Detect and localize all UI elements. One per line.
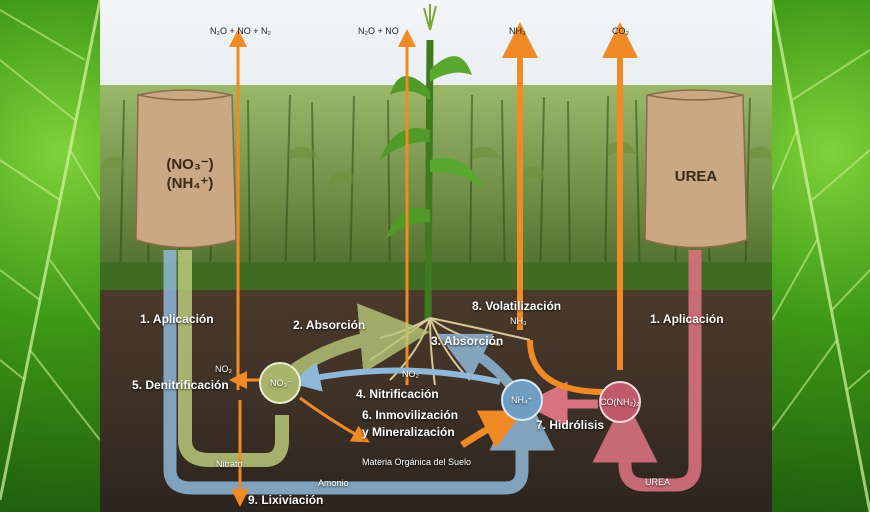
- node-nitrate: [259, 362, 301, 404]
- label-no2-mid: NO₂: [402, 369, 419, 379]
- step-absorption-2: 2. Absorción: [293, 318, 366, 332]
- leaf-veins-right: [772, 0, 870, 512]
- arrow-application-ammonium: [163, 250, 555, 495]
- gas-label-n2o-no-n2: N₂O + NO + N₂: [210, 26, 272, 36]
- bag-left-line2: (NH₄⁺): [166, 175, 214, 192]
- step-application-left: 1. Aplicación: [140, 312, 214, 326]
- node-ammonium: [501, 379, 543, 421]
- bag-right-label: UREA: [674, 168, 718, 185]
- step-immobilization-line1: 6. Inmovilización: [362, 408, 459, 422]
- node-label-urea: CO(NH₂)₂: [600, 397, 640, 407]
- gas-label-co2: CO₂: [612, 26, 629, 36]
- bag-left-label: (NO₃⁻) (NH₄⁺): [150, 155, 230, 193]
- label-nh3-small: NH₃: [510, 316, 527, 326]
- step-application-right: 1. Aplicación: [650, 312, 724, 326]
- arrow-application-urea: [592, 250, 702, 492]
- step-hydrolysis: 7. Hidrólisis: [536, 418, 605, 432]
- bag-urea: [644, 89, 748, 249]
- diagram-graphics: [100, 0, 772, 512]
- arrow-immobilization: [299, 396, 370, 443]
- node-label-nitrate: NO₃⁻: [270, 378, 292, 388]
- right-leaf-border: [772, 0, 870, 512]
- step-leaching: 9. Lixiviación: [248, 493, 324, 507]
- step-volatilization: 8. Volatilización: [472, 299, 562, 313]
- label-organic-matter: Materia Orgánica del Suelo: [362, 457, 472, 467]
- node-urea: [599, 381, 641, 423]
- grass-strip: [100, 262, 772, 292]
- leaf-veins-left: [0, 0, 100, 501]
- soil: [100, 290, 772, 512]
- step-denitrification: 5. Denitrificación: [132, 378, 229, 392]
- label-no2-left: NO₂: [215, 364, 232, 374]
- arrow-absorption-ammonium: [437, 333, 514, 389]
- node-label-ammonium: NH₄⁺: [511, 395, 533, 405]
- step-absorption-3: 3. Absorción: [431, 334, 504, 348]
- nitrogen-cycle-diagram: N₂O + NO + N₂ N₂O + NO NH₃ CO₂ (NO₃⁻) (N…: [100, 0, 772, 512]
- label-urea-bottom: UREA: [645, 477, 671, 487]
- gas-label-nh3: NH₃: [509, 26, 526, 36]
- arrow-volatilization-curve: [527, 339, 606, 395]
- step-immobilization-line2: y Mineralización: [362, 425, 455, 439]
- label-ammonium: Amonio: [318, 478, 349, 488]
- arrow-application-nitrate: [178, 250, 289, 467]
- bag-left-line1: (NO₃⁻): [166, 156, 214, 173]
- volatilization-arrows: [502, 22, 638, 370]
- label-nitrate: Nitrato: [216, 459, 243, 469]
- left-leaf-border: [0, 0, 100, 512]
- bag-nitrate-ammonium: [135, 89, 237, 249]
- arrow-mineralization: [460, 410, 524, 449]
- step-nitrification: 4. Nitrificación: [356, 387, 439, 401]
- arrow-nitrification: [290, 362, 501, 392]
- gas-label-n2o-no: N₂O + NO: [358, 26, 399, 36]
